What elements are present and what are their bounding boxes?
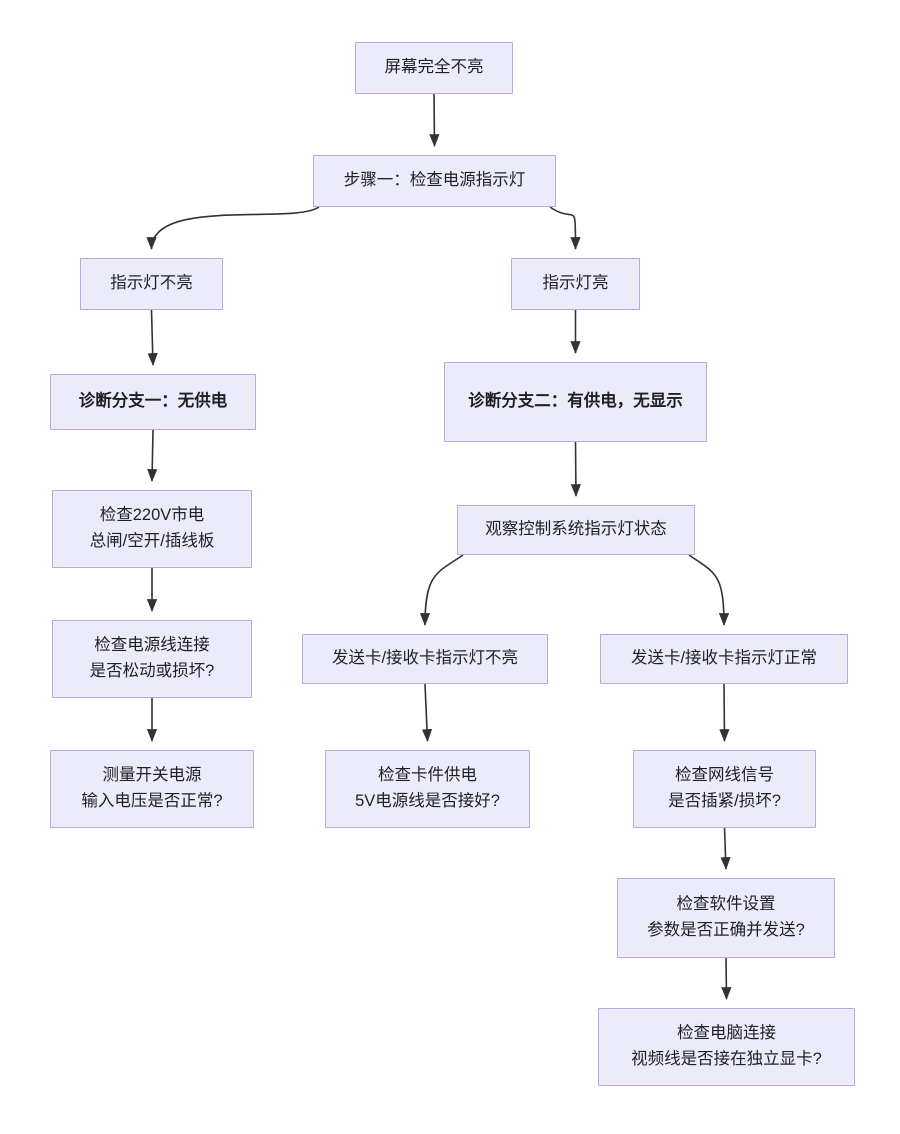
flow-node-n12: 测量开关电源 输入电压是否正常? — [50, 750, 254, 828]
flow-edge-n11-to-n14 — [719, 683, 730, 742]
flow-edge-n8-to-n10 — [419, 554, 464, 626]
flow-node-n7: 检查220V市电 总闸/空开/插线板 — [52, 490, 252, 568]
flow-node-n10: 发送卡/接收卡指示灯不亮 — [302, 634, 548, 684]
flow-edge-n1-to-n2 — [429, 93, 440, 147]
flow-edge-n5-to-n7 — [147, 429, 158, 482]
flow-node-n5: 诊断分支一：无供电 — [50, 374, 256, 430]
flow-node-n2: 步骤一：检查电源指示灯 — [313, 155, 556, 207]
flow-node-n15: 检查软件设置 参数是否正确并发送? — [617, 878, 835, 958]
flow-edge-n14-to-n15 — [720, 827, 731, 870]
flow-node-n13: 检查卡件供电 5V电源线是否接好? — [325, 750, 530, 828]
flow-edge-n2-to-n3 — [146, 206, 320, 250]
flow-node-n1: 屏幕完全不亮 — [355, 42, 513, 94]
flow-edge-n8-to-n11 — [688, 554, 730, 626]
flow-node-n11: 发送卡/接收卡指示灯正常 — [600, 634, 848, 684]
flow-node-n8: 观察控制系统指示灯状态 — [457, 505, 695, 555]
flow-edge-n3-to-n5 — [147, 309, 158, 366]
flow-node-n4: 指示灯亮 — [511, 258, 640, 310]
flow-node-n14: 检查网线信号 是否插紧/损坏? — [633, 750, 816, 828]
flow-node-n9: 检查电源线连接 是否松动或损坏? — [52, 620, 252, 698]
flow-node-n16: 检查电脑连接 视频线是否接在独立显卡? — [598, 1008, 855, 1086]
flow-edge-n10-to-n13 — [421, 683, 433, 742]
flow-node-n6: 诊断分支二：有供电，无显示 — [444, 362, 707, 442]
flow-edge-n2-to-n4 — [549, 206, 581, 250]
flow-edge-n6-to-n8 — [570, 441, 582, 497]
flow-edge-n15-to-n16 — [721, 957, 732, 1000]
flow-node-n3: 指示灯不亮 — [80, 258, 223, 310]
